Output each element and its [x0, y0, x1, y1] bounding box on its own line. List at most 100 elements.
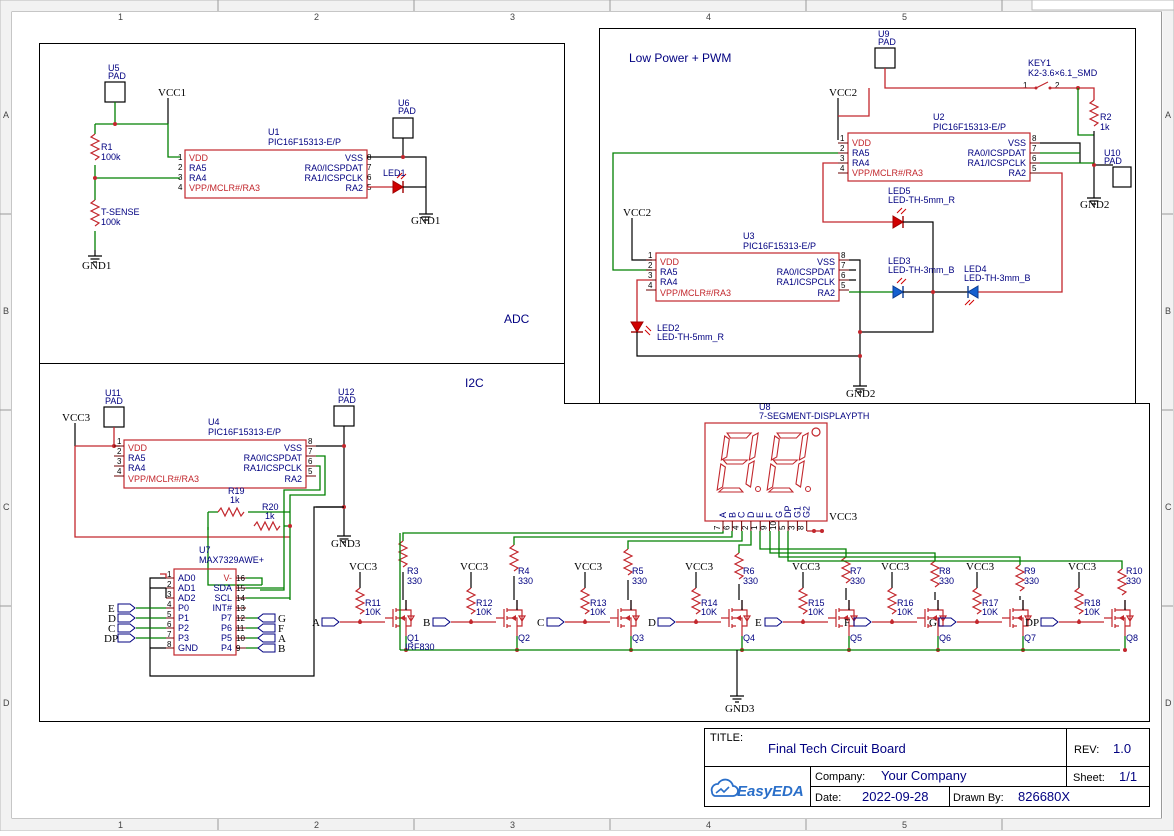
u7-pin-num: 15 [236, 584, 245, 593]
u7-input-label-dp: DP [104, 633, 118, 645]
pin-ra1: RA1/ICSPCLK [776, 277, 835, 287]
led5-val: LED-TH-5mm_R [888, 195, 956, 205]
pin-num: 2 [648, 261, 653, 270]
u7-pin-num: 14 [236, 594, 245, 603]
pad-u12[interactable] [333, 405, 355, 427]
vcc3-label-driver: VCC3 [685, 561, 714, 573]
pin-ra0: RA0/ICSPDAT [777, 267, 836, 277]
drawn-value[interactable]: 826680X [1018, 789, 1070, 804]
vcc3-label-driver: VCC3 [349, 561, 378, 573]
pin-vss: VSS [284, 443, 302, 453]
vcc2-label-left: VCC2 [623, 207, 651, 219]
sheet-label: Sheet: [1073, 772, 1105, 784]
date-value[interactable]: 2022-09-28 [862, 789, 929, 804]
drain-res-val: 330 [850, 576, 865, 586]
u6-ref: U6 [398, 98, 410, 108]
rev-value[interactable]: 1.0 [1113, 741, 1131, 756]
led4-ref: LED4 [964, 264, 987, 274]
gnd1-label-right: GND1 [411, 215, 440, 227]
row-label: A [1165, 110, 1171, 120]
mosfet-ref: Q4 [743, 633, 755, 643]
u7-pin-num: 4 [167, 600, 172, 609]
drawn-label: Drawn By: [953, 792, 1004, 804]
pin-vss: VSS [1008, 138, 1026, 148]
u7-pin-num: 10 [236, 634, 245, 643]
i2c-block[interactable] [39, 363, 1150, 722]
pad-u5[interactable] [104, 81, 126, 103]
u2-part: PIC16F15313-E/P [933, 122, 1006, 132]
seg-pin-dp: DP [783, 505, 793, 518]
drain-res-val: 330 [743, 576, 758, 586]
gate-res-ref: R13 [590, 598, 607, 608]
u7-pin-num: 16 [236, 574, 245, 583]
pad-u6[interactable] [392, 117, 414, 139]
vcc3-label-driver: VCC3 [881, 561, 910, 573]
gate-net-label-e: E [755, 617, 762, 629]
title-value[interactable]: Final Tech Circuit Board [768, 741, 906, 756]
u10-val: PAD [1104, 156, 1122, 166]
u7-input-label-e: E [108, 603, 115, 615]
chip-u7[interactable] [173, 568, 237, 656]
u7-output-label-b: B [278, 643, 285, 655]
chip-u1[interactable] [184, 149, 368, 199]
seg-pin-c: C [737, 511, 747, 518]
title-label: TITLE: [710, 732, 743, 744]
u3-ref: U3 [743, 231, 755, 241]
pin-num: 7 [1032, 144, 1037, 153]
adc-block-label: ADC [504, 312, 530, 326]
u1-part: PIC16F15313-E/P [268, 137, 341, 147]
seg-pin-f: F [765, 512, 775, 518]
u12-ref: U12 [338, 387, 355, 397]
gate-res-ref: R18 [1084, 598, 1101, 608]
pin-ra5: RA5 [128, 453, 146, 463]
pin-vdd: VDD [189, 153, 209, 163]
vcc3-label-seg: VCC3 [829, 511, 858, 523]
drain-res-val: 330 [632, 576, 647, 586]
row-label: C [1165, 502, 1172, 512]
led3-ref: LED3 [888, 256, 911, 266]
pwm-section: U9 PAD KEY1 K2-3.6×6.1_SMD 1 2 VCC2 R2 1… [612, 29, 1132, 400]
pin-num: 8 [308, 437, 313, 446]
pin-num: 5 [308, 467, 313, 476]
sheet-value[interactable]: 1/1 [1119, 769, 1137, 784]
u7-pin-gnd: GND [178, 643, 199, 653]
pad-u9[interactable] [874, 47, 896, 69]
pin-num: 5 [1032, 164, 1037, 173]
chip-u2[interactable] [847, 132, 1031, 182]
pin-num: 6 [1032, 154, 1037, 163]
pin-num: 3 [840, 154, 845, 163]
gate-net-label-g: G [929, 617, 937, 629]
gate-res-ref: R15 [808, 598, 825, 608]
seven-segment-display[interactable]: U8 7-SEGMENT-DISPLAYPTH A7B6C4D2E1F9G10D… [704, 402, 869, 533]
row-label: C [3, 502, 10, 512]
led5-ref: LED5 [888, 186, 911, 196]
u4-ref: U4 [208, 417, 220, 427]
pad-u11[interactable] [103, 406, 125, 428]
gate-res-ref: R11 [365, 598, 381, 608]
vcc3-label-driver: VCC3 [966, 561, 995, 573]
vcc2-label-top: VCC2 [829, 87, 857, 99]
date-label: Date: [815, 792, 841, 804]
adc-section: U5 PAD VCC1 GND1 R1 100k T-SENSE 100k U1… [82, 63, 440, 272]
pin-vss: VSS [345, 153, 363, 163]
chip-u4[interactable] [123, 439, 307, 489]
company-value[interactable]: Your Company [881, 768, 967, 783]
easyeda-brand: EasyEDA [737, 783, 804, 800]
chip-u3[interactable] [655, 252, 840, 302]
vcc3-label-left: VCC3 [62, 412, 91, 424]
vcc3-label-driver: VCC3 [1068, 561, 1097, 573]
pad-u10[interactable] [1112, 166, 1132, 188]
seg-pin-num: 8 [797, 525, 806, 530]
company-label: Company: [815, 771, 865, 783]
seg-pin-num: 4 [732, 525, 741, 530]
u7-pin-num: 5 [167, 610, 172, 619]
gate-net-label-a: A [312, 617, 320, 629]
gate-net-label-d: D [648, 617, 656, 629]
seg-pin-num: 6 [722, 525, 731, 530]
gate-res-ref: R16 [897, 598, 914, 608]
gate-net-label-b: B [423, 617, 430, 629]
key1-ref: KEY1 [1028, 58, 1051, 68]
